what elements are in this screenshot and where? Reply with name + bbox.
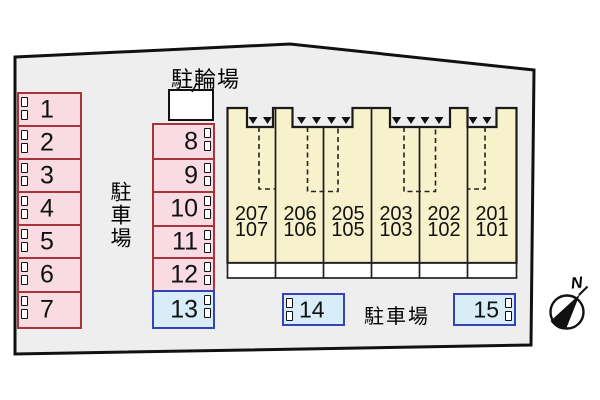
space-number: 1 bbox=[40, 95, 54, 123]
parking-space-8: 8 bbox=[152, 123, 215, 160]
unit-upper: 201 bbox=[475, 203, 509, 225]
wheel-stop-icon bbox=[21, 296, 28, 319]
parking-space-15: 15 bbox=[453, 293, 516, 326]
parking-space-5: 5 bbox=[17, 224, 82, 259]
wheel-stop-icon bbox=[204, 262, 211, 285]
space-number: 4 bbox=[40, 194, 54, 222]
unit-lower: 101 bbox=[475, 219, 509, 241]
space-number: 15 bbox=[473, 296, 499, 322]
wheel-stop-icon bbox=[21, 196, 28, 219]
parking-space-2: 2 bbox=[17, 125, 82, 160]
parking-space-12: 12 bbox=[152, 257, 215, 292]
parking-space-11: 11 bbox=[152, 225, 215, 259]
space-number: 3 bbox=[40, 161, 54, 189]
space-number: 6 bbox=[40, 260, 54, 289]
parking-lot-label-bottom: 駐車場 bbox=[364, 306, 430, 328]
wheel-stop-icon bbox=[204, 128, 211, 151]
wheel-stop-icon bbox=[204, 163, 211, 186]
unit-number-203-103: 203 103 bbox=[372, 203, 421, 241]
unit-lower: 106 bbox=[283, 219, 317, 241]
parking-space-13: 13 bbox=[152, 290, 215, 329]
unit-number-201-101: 201 101 bbox=[468, 203, 517, 241]
wheel-stop-icon bbox=[21, 262, 28, 285]
unit-number-205-105: 205 105 bbox=[324, 203, 373, 241]
unit-number-207-107: 207 107 bbox=[227, 203, 276, 241]
space-number: 12 bbox=[170, 260, 198, 288]
parking-column-middle: 8 9 10 11 12 13 bbox=[152, 123, 215, 329]
wheel-stop-icon bbox=[21, 130, 28, 153]
unit-number-202-102: 202 102 bbox=[420, 203, 469, 241]
parking-lot-label-left: 駐車場 bbox=[108, 181, 131, 250]
balcony-strip bbox=[226, 262, 518, 279]
space-number: 11 bbox=[172, 227, 198, 256]
unit-upper: 207 bbox=[234, 203, 269, 225]
parking-space-7: 7 bbox=[17, 291, 82, 329]
bicycle-parking-box bbox=[168, 82, 214, 121]
space-number: 13 bbox=[170, 295, 198, 323]
space-number: 14 bbox=[299, 296, 325, 322]
space-number: 10 bbox=[170, 194, 198, 223]
bicycle-parking-label: 駐輪場 bbox=[171, 67, 241, 92]
wheel-stop-icon bbox=[204, 295, 211, 318]
parking-space-3: 3 bbox=[17, 158, 82, 193]
unit-dividers bbox=[274, 108, 469, 263]
parking-space-4: 4 bbox=[17, 191, 82, 226]
parking-space-6: 6 bbox=[17, 257, 82, 293]
unit-upper: 202 bbox=[427, 203, 461, 225]
wheel-stop-icon bbox=[204, 230, 211, 253]
parking-space-1: 1 bbox=[17, 92, 82, 127]
unit-upper: 206 bbox=[283, 203, 317, 225]
unit-lower: 102 bbox=[427, 219, 461, 241]
north-label: N bbox=[570, 274, 584, 293]
wheel-stop-icon bbox=[21, 163, 28, 186]
wheel-stop-icon bbox=[286, 298, 293, 321]
space-number: 2 bbox=[40, 128, 54, 156]
parking-space-9: 9 bbox=[152, 158, 215, 193]
parking-space-14: 14 bbox=[282, 293, 345, 326]
space-number: 9 bbox=[184, 161, 198, 189]
unit-lower: 107 bbox=[234, 219, 269, 241]
space-number: 8 bbox=[184, 127, 198, 155]
space-number: 5 bbox=[40, 227, 54, 255]
wheel-stop-icon bbox=[21, 229, 28, 252]
unit-upper: 205 bbox=[331, 203, 365, 225]
wheel-stop-icon bbox=[21, 97, 28, 120]
parking-column-left: 1 2 3 4 5 6 7 bbox=[17, 92, 82, 329]
wheel-stop-icon bbox=[505, 298, 512, 321]
unit-upper: 203 bbox=[379, 203, 413, 225]
unit-lower: 105 bbox=[331, 219, 365, 241]
entrance-triangle-icons bbox=[248, 117, 492, 124]
unit-number-206-106: 206 106 bbox=[276, 203, 325, 241]
stairwell-dashed-lines bbox=[258, 127, 486, 193]
space-number: 7 bbox=[40, 295, 54, 324]
compass-north-icon bbox=[549, 285, 589, 330]
wheel-stop-icon bbox=[204, 196, 211, 219]
parking-space-10: 10 bbox=[152, 191, 215, 227]
unit-lower: 103 bbox=[379, 219, 413, 241]
